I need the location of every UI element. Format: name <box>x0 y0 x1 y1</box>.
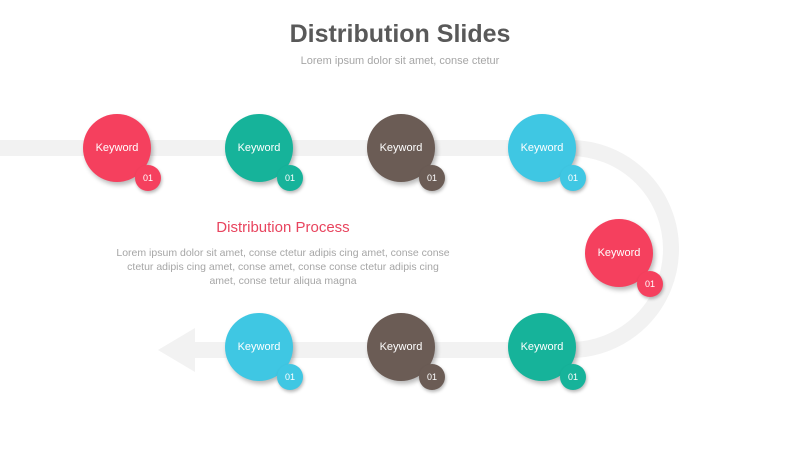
node-badge-5: 01 <box>637 271 663 297</box>
node-label: Keyword <box>237 142 281 154</box>
badge-number: 01 <box>142 173 153 183</box>
badge-number: 01 <box>284 372 295 382</box>
node-label: Keyword <box>597 247 641 259</box>
node-label: Keyword <box>379 341 423 353</box>
badge-number: 01 <box>284 173 295 183</box>
page-title: Distribution Slides <box>289 20 511 48</box>
process-heading: Distribution Process <box>216 219 350 236</box>
node-label: Keyword <box>520 341 564 353</box>
process-description: Lorem ipsum dolor sit amet, conse ctetur… <box>116 247 450 287</box>
node-badge-6: 01 <box>560 364 586 390</box>
track-arrowhead <box>158 328 195 372</box>
badge-number: 01 <box>567 372 578 382</box>
badge-number: 01 <box>426 173 437 183</box>
badge-number: 01 <box>426 372 437 382</box>
node-badge-4: 01 <box>560 165 586 191</box>
node-label: Keyword <box>95 142 139 154</box>
page-subtitle: Lorem ipsum dolor sit amet, conse ctetur <box>300 55 500 67</box>
node-badge-7: 01 <box>419 364 445 390</box>
node-badge-3: 01 <box>419 165 445 191</box>
track-path <box>0 140 679 358</box>
node-label: Keyword <box>379 142 423 154</box>
badge-number: 01 <box>644 279 655 289</box>
node-badge-1: 01 <box>135 165 161 191</box>
badge-number: 01 <box>567 173 578 183</box>
node-label: Keyword <box>520 142 564 154</box>
node-badge-2: 01 <box>277 165 303 191</box>
node-label: Keyword <box>237 341 281 353</box>
node-badge-8: 01 <box>277 364 303 390</box>
